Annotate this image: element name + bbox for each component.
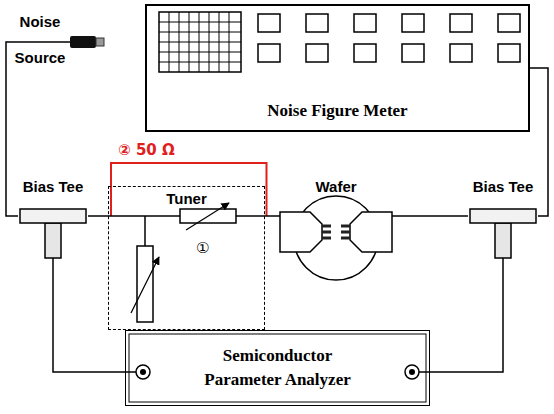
bypass-path: [111, 163, 267, 216]
node-label: Tuner: [166, 190, 207, 208]
wire: [53, 258, 125, 372]
noise-source: Noise Source: [10, 4, 110, 78]
probe: [280, 212, 322, 252]
noise-source-body: [70, 36, 96, 48]
bias-tee-stub: [45, 223, 61, 258]
meter-screen: [159, 12, 241, 72]
analyzer-port-line: [419, 371, 430, 373]
meter-button: [258, 14, 280, 32]
analyzer-port: [409, 369, 415, 375]
wire: [430, 258, 503, 372]
noise-source-connector: [96, 38, 104, 46]
screen-grid: [159, 12, 241, 72]
analyzer-port: [140, 369, 146, 375]
meter-button: [306, 44, 328, 62]
meter-button: [498, 44, 520, 62]
meter-button: [402, 44, 424, 62]
node-label: Bias Tee: [23, 178, 84, 196]
tuner-line: [108, 215, 180, 217]
wafer: Wafer: [280, 178, 392, 282]
meter-button: [258, 44, 280, 62]
variable-arrow: [186, 203, 229, 230]
probe: [350, 212, 392, 252]
wire: [392, 215, 468, 217]
parameter-analyzer: Semiconductor Parameter Analyzer: [125, 330, 430, 406]
meter-button: [450, 44, 472, 62]
meter-button: [306, 14, 328, 32]
analyzer-port: [136, 365, 150, 379]
tuner-box: Tuner: [108, 186, 265, 330]
bias-tee: Bias Tee: [468, 178, 538, 258]
bias-tee-bar: [20, 209, 86, 223]
wire: [6, 42, 18, 216]
node-label: Noise Source: [10, 4, 70, 76]
node-label: Noise Figure Meter: [267, 100, 407, 122]
noise-cable: [10, 41, 70, 43]
analyzer-port-line: [125, 371, 136, 373]
callout-number: ①: [196, 239, 209, 257]
analyzer-inner-frame: [129, 334, 426, 402]
meter-button: [354, 14, 376, 32]
meter-button: [498, 14, 520, 32]
bias-tee: Bias Tee: [18, 178, 88, 258]
wire: [88, 215, 108, 217]
analyzer-port: [405, 365, 419, 379]
port-label: ② 50 Ω: [118, 141, 175, 159]
bias-tee-bar: [470, 209, 536, 223]
node-label: Semiconductor Parameter Analyzer: [188, 344, 368, 392]
wire: [265, 215, 280, 217]
tuner-stub-line: [144, 216, 146, 246]
noise-figure-meter: Noise Figure Meter: [145, 4, 530, 132]
meter-button: [402, 14, 424, 32]
node-label: Wafer: [315, 178, 356, 196]
variable-arrow: [131, 257, 159, 313]
meter-button: [450, 14, 472, 32]
meter-button: [354, 44, 376, 62]
bias-tee-stub: [495, 223, 511, 258]
node-label: Bias Tee: [473, 178, 534, 196]
tuner-line: [236, 215, 265, 217]
probe-fingers: [322, 226, 350, 238]
